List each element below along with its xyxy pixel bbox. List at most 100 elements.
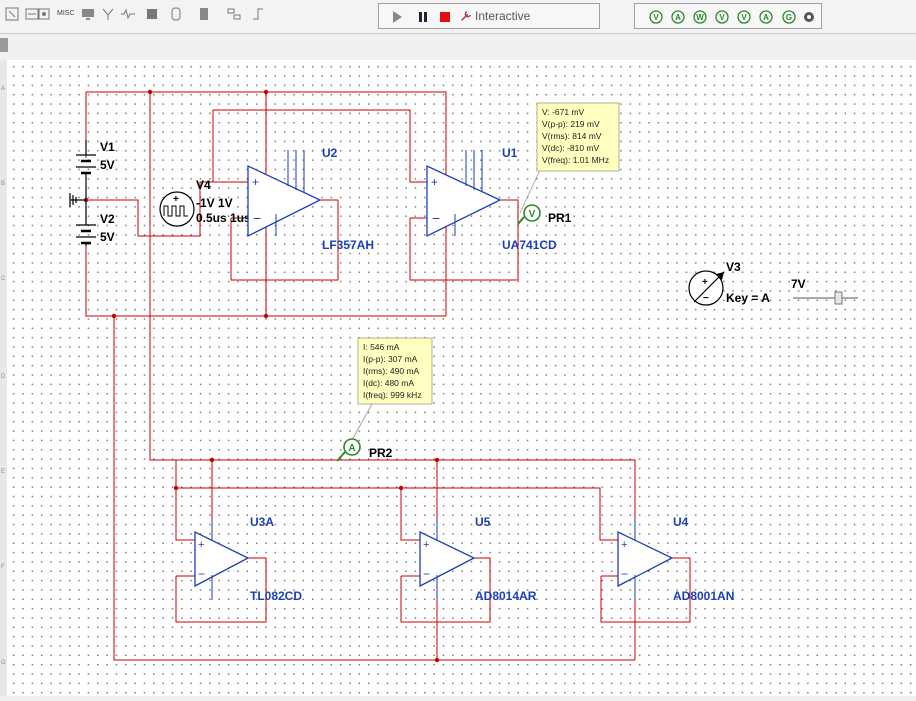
connector-icon[interactable] bbox=[168, 6, 184, 22]
u5-part: AD8014AR bbox=[475, 589, 537, 603]
wire bbox=[85, 246, 446, 317]
v3-slider[interactable] bbox=[793, 291, 858, 305]
ruler-mark: D bbox=[1, 374, 6, 380]
u4-name: U4 bbox=[673, 515, 689, 529]
svg-text:−: − bbox=[423, 567, 430, 581]
svg-text:+: + bbox=[431, 175, 438, 189]
pr2-name: PR2 bbox=[369, 446, 393, 460]
wire bbox=[230, 200, 339, 281]
svg-text:V: V bbox=[741, 13, 747, 22]
clock-source-v4[interactable]: + bbox=[159, 191, 195, 227]
wire bbox=[409, 199, 519, 281]
wire bbox=[180, 181, 248, 237]
v2-value: 5V bbox=[100, 230, 115, 244]
electromech-icon[interactable] bbox=[120, 6, 136, 22]
pr1-name: PR1 bbox=[548, 211, 572, 225]
svg-text:V: V bbox=[653, 13, 659, 22]
junction bbox=[111, 313, 117, 319]
v4-amplitude: -1V 1V bbox=[196, 196, 233, 210]
pr1-reading: V(freq): 1.01 MHz bbox=[542, 155, 609, 165]
opamp-u1[interactable]: + − bbox=[426, 150, 502, 238]
v1-value: 5V bbox=[100, 158, 115, 172]
junction bbox=[147, 89, 153, 95]
sim-mode-label[interactable]: Interactive bbox=[475, 9, 531, 23]
bug-icon[interactable] bbox=[144, 6, 160, 22]
voltage-probe-icon bbox=[649, 10, 663, 24]
opamp-u3a[interactable]: + − bbox=[194, 518, 250, 600]
pr2-reading: I(p-p): 307 mA bbox=[363, 354, 418, 364]
svg-text:G: G bbox=[786, 13, 792, 22]
voltage-ref-probe-icon bbox=[737, 10, 751, 24]
v4-timing: 0.5us 1us bbox=[196, 211, 251, 225]
ruler-mark: F bbox=[1, 564, 5, 570]
svg-text:W: W bbox=[696, 13, 704, 22]
wire bbox=[175, 488, 195, 541]
svg-text:+: + bbox=[173, 194, 179, 205]
secondary-toolbar bbox=[0, 34, 916, 58]
junction bbox=[398, 485, 404, 491]
opamp-u4[interactable]: + − bbox=[617, 518, 674, 600]
junction bbox=[173, 485, 179, 491]
schematic-canvas[interactable] bbox=[7, 60, 916, 696]
wire bbox=[400, 488, 420, 541]
svg-text:V: V bbox=[529, 209, 536, 220]
mcu-icon[interactable] bbox=[196, 6, 212, 22]
pr2-reading: I(dc): 480 mA bbox=[363, 378, 414, 388]
svg-text:V: V bbox=[719, 13, 725, 22]
svg-text:+: + bbox=[423, 539, 429, 551]
indicator-icon[interactable] bbox=[36, 6, 52, 22]
svg-text:+: + bbox=[621, 539, 627, 551]
mixed-icon[interactable] bbox=[24, 6, 40, 22]
v3-name: V3 bbox=[726, 260, 741, 274]
simulation-toolbar: Interactive bbox=[378, 3, 600, 29]
junction bbox=[263, 313, 269, 319]
u2-name: U2 bbox=[322, 146, 338, 160]
opamp-u5[interactable]: + − bbox=[419, 518, 476, 600]
v2-name: V2 bbox=[100, 212, 115, 226]
battery-v2[interactable] bbox=[76, 200, 96, 246]
current-probe-icon bbox=[671, 10, 685, 24]
wire bbox=[212, 109, 427, 183]
wires bbox=[85, 91, 691, 661]
u4-part: AD8001AN bbox=[673, 589, 734, 603]
pause-icon[interactable] bbox=[415, 9, 431, 25]
v3-key: Key = A bbox=[726, 291, 770, 305]
voltage-probe-pr1[interactable]: V bbox=[517, 204, 541, 225]
ruler-mark: A bbox=[1, 86, 5, 92]
variable-source-v3[interactable]: + − bbox=[688, 270, 725, 306]
junction bbox=[209, 457, 215, 463]
antenna-icon[interactable] bbox=[100, 6, 116, 22]
wire bbox=[175, 460, 618, 541]
misc-label[interactable]: MISC bbox=[57, 10, 75, 17]
pr1-reading: V: -671 mV bbox=[542, 107, 585, 117]
u1-name: U1 bbox=[502, 146, 518, 160]
wrench-icon[interactable] bbox=[459, 9, 473, 23]
battery-v1[interactable] bbox=[76, 140, 96, 200]
pr2-tooltip: I: 546 mA I(p-p): 307 mA I(rms): 490 mA … bbox=[357, 337, 433, 405]
pr1-reading: V(rms): 814 mV bbox=[542, 131, 602, 141]
svg-text:A: A bbox=[348, 443, 355, 454]
hierarchy-icon[interactable] bbox=[226, 6, 242, 22]
clock-probe-icon bbox=[782, 10, 796, 24]
v1-name: V1 bbox=[100, 140, 115, 154]
current-probe-pr2[interactable]: A bbox=[336, 438, 361, 462]
capacitor-icon[interactable] bbox=[4, 6, 20, 22]
ground-icon bbox=[69, 193, 86, 207]
run-icon[interactable] bbox=[389, 9, 405, 25]
junction bbox=[263, 89, 269, 95]
power-probe-icon bbox=[693, 10, 707, 24]
pr1-reading: V(p-p): 219 mV bbox=[542, 119, 600, 129]
stop-icon[interactable] bbox=[437, 9, 453, 25]
panel-handle[interactable] bbox=[0, 38, 8, 52]
junctions bbox=[83, 89, 440, 663]
monitor-icon[interactable] bbox=[80, 6, 96, 22]
opamp-u2[interactable]: + − bbox=[247, 150, 322, 238]
svg-text:−: − bbox=[432, 210, 440, 226]
v3-setting: 7V bbox=[791, 277, 806, 291]
bus-icon[interactable] bbox=[250, 6, 266, 22]
pr2-reading: I: 546 mA bbox=[363, 342, 400, 352]
svg-text:A: A bbox=[763, 13, 769, 22]
